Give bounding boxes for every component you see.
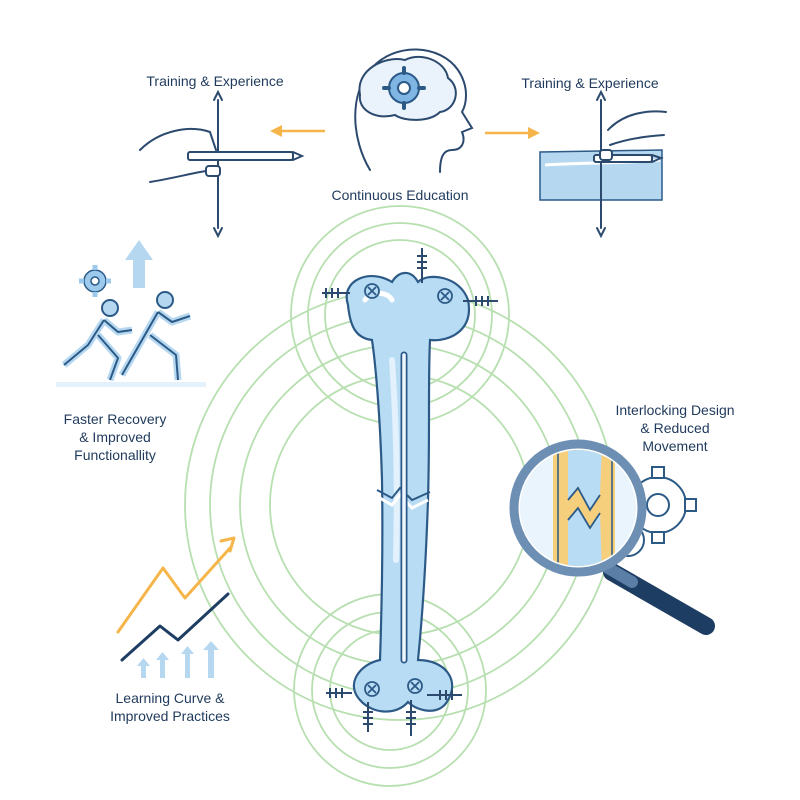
label-line: Faster Recovery xyxy=(63,411,167,427)
running-people-icon xyxy=(56,291,206,387)
label-line: Continuous Education xyxy=(331,187,469,203)
interlocking-design-label: Interlocking Design & Reduced Movement xyxy=(590,401,760,455)
gear-icon xyxy=(79,265,111,297)
label-line: Functionallity xyxy=(74,447,156,463)
label-line: Interlocking Design xyxy=(615,402,735,418)
arrow-left-icon xyxy=(270,125,325,137)
nail-in-hand-icon xyxy=(139,89,305,239)
arrow-right-icon xyxy=(485,127,540,139)
training-experience-left-label: Training & Experience xyxy=(120,72,310,90)
label-line: Training & Experience xyxy=(521,75,659,91)
label-line: & Reduced xyxy=(640,420,710,436)
label-line: Learning Curve & xyxy=(115,690,225,706)
faster-recovery-label: Faster Recovery & Improved Functionallit… xyxy=(40,410,190,464)
femur-bone xyxy=(322,248,498,736)
label-line: Movement xyxy=(642,438,708,454)
magnifier-icon xyxy=(509,439,715,635)
label-line: Improved Practices xyxy=(110,708,230,724)
brain-gear-head-icon xyxy=(354,48,474,173)
nail-in-bone-icon xyxy=(539,89,667,239)
label-line: Training & Experience xyxy=(146,73,284,89)
training-experience-right-label: Training & Experience xyxy=(495,74,685,92)
learning-curve-label: Learning Curve & Improved Practices xyxy=(90,689,250,725)
up-arrow-icon xyxy=(125,240,153,288)
growth-chart-icon xyxy=(116,536,236,678)
continuous-education-label: Continuous Education xyxy=(300,186,500,204)
label-line: & Improved xyxy=(79,429,151,445)
